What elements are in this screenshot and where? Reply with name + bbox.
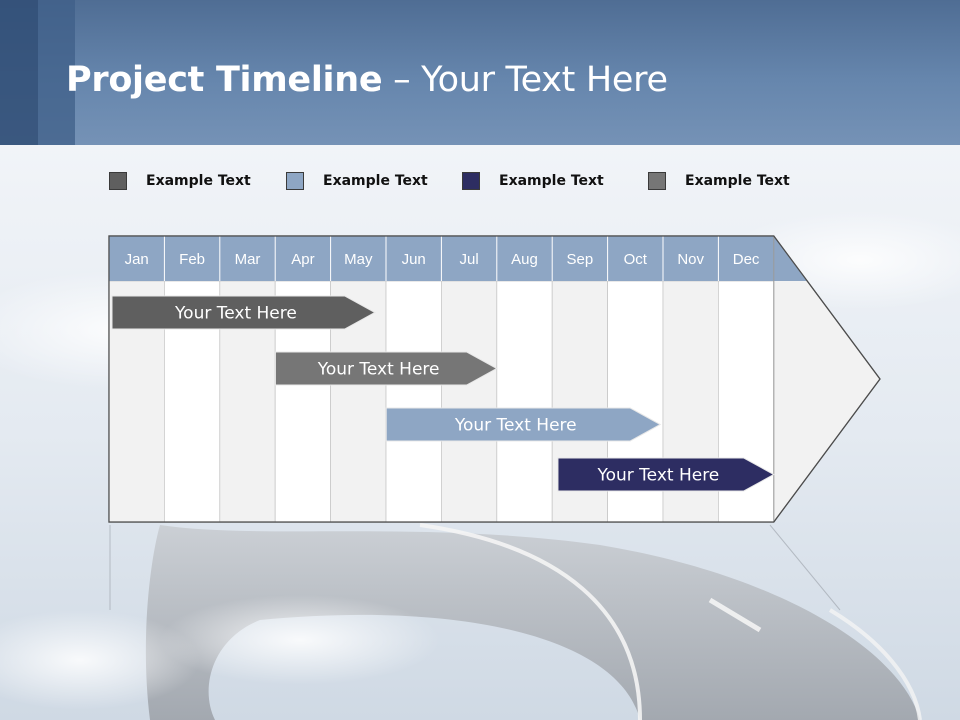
task-bar-arrow xyxy=(274,351,498,386)
legend-label: Example Text xyxy=(323,173,428,189)
month-label: Apr xyxy=(291,251,314,268)
month-column xyxy=(440,280,498,523)
page-title-bold: Project Timeline xyxy=(66,60,383,100)
legend-label: Example Text xyxy=(146,173,251,189)
header-stripe xyxy=(0,0,38,145)
month-label: Nov xyxy=(677,251,704,268)
task-bar-arrow xyxy=(111,295,376,330)
month-label: Dec xyxy=(733,251,760,268)
month-label: May xyxy=(344,251,373,268)
legend-swatch xyxy=(109,172,127,190)
month-column xyxy=(496,280,553,523)
month-label: Aug xyxy=(511,251,538,268)
header-banner: Project Timeline – Your Text Here xyxy=(0,0,960,145)
month-label: Oct xyxy=(624,251,648,268)
task-bar-arrow xyxy=(385,407,662,442)
legend-swatch xyxy=(286,172,304,190)
task-bar-label: Your Text Here xyxy=(317,360,440,380)
month-label: Jan xyxy=(125,251,149,268)
month-label: Jun xyxy=(402,251,426,268)
legend-label: Example Text xyxy=(685,173,790,189)
month-label: Jul xyxy=(460,251,479,268)
legend-item: Example Text xyxy=(109,171,251,191)
task-bar-label: Your Text Here xyxy=(454,416,577,436)
legend-swatch xyxy=(648,172,666,190)
legend-swatch xyxy=(462,172,480,190)
header-stripe xyxy=(38,0,75,145)
page-title-rest: – Your Text Here xyxy=(382,60,668,100)
legend-item: Example Text xyxy=(648,171,790,191)
month-label: Mar xyxy=(235,251,261,268)
timeline-arrow-outline xyxy=(108,235,881,523)
legend-label: Example Text xyxy=(499,173,604,189)
month-label: Sep xyxy=(567,251,594,268)
legend-item: Example Text xyxy=(462,171,604,191)
task-bar-label: Your Text Here xyxy=(174,304,297,324)
legend-item: Example Text xyxy=(286,171,428,191)
task-bar-label: Your Text Here xyxy=(596,466,719,486)
page-title: Project Timeline – Your Text Here xyxy=(66,60,668,100)
month-label: Feb xyxy=(179,251,205,268)
month-column xyxy=(385,280,442,523)
task-bar-arrow xyxy=(557,457,775,492)
